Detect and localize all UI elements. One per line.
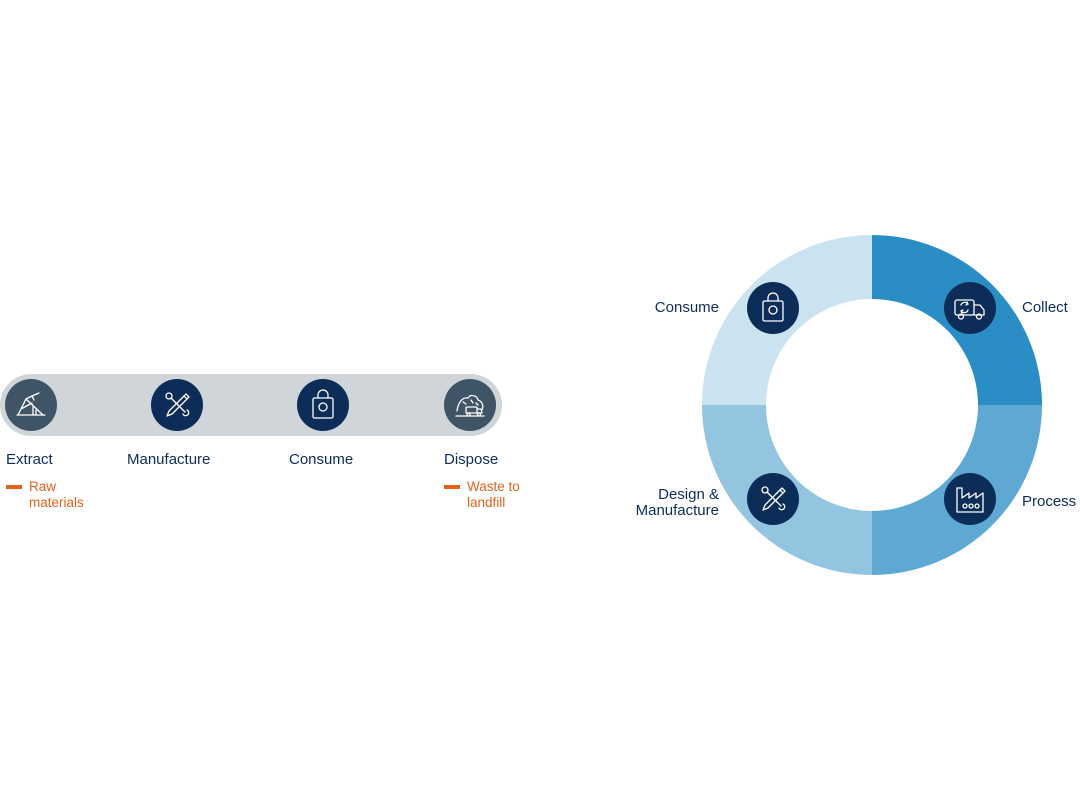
segment-label-design-manufacture: Design & Manufacture — [635, 486, 719, 519]
segment-label-consume: Consume — [654, 299, 719, 316]
factory-icon — [956, 487, 984, 513]
tools-icon — [165, 392, 190, 417]
extract-stage-icon — [5, 379, 57, 431]
mining-icon — [16, 392, 46, 416]
stage-label-extract: Extract — [6, 451, 53, 468]
segment-label-process: Process — [1022, 493, 1077, 510]
note-waste-to-landfill: Waste to landfill — [444, 479, 520, 511]
collect-node — [944, 282, 996, 334]
design-manufacture-node — [747, 473, 799, 525]
segment-label-collect: Collect — [1022, 299, 1068, 316]
circular-economy-diagram: Collect Process Design & Manufacture Con… — [600, 200, 1080, 620]
linear-economy-diagram: Extract Manufacture Consume Dispose Raw … — [0, 374, 520, 511]
linear-flow-track — [0, 374, 502, 436]
shopping-bag-icon — [312, 389, 334, 419]
note-dash — [444, 485, 460, 489]
note-text: Raw materials — [29, 479, 84, 510]
recycling-truck-icon — [954, 299, 985, 320]
cycle-ring — [702, 235, 1042, 575]
shopping-bag-icon — [762, 292, 784, 322]
tools-icon — [761, 486, 786, 511]
process-node — [944, 473, 996, 525]
stage-label-consume: Consume — [289, 451, 354, 468]
stage-label-dispose: Dispose — [444, 451, 499, 468]
stage-label-manufacture: Manufacture — [127, 451, 211, 468]
consume-stage-icon — [297, 379, 349, 431]
consume-node — [747, 282, 799, 334]
landfill-icon — [455, 394, 485, 417]
note-raw-materials: Raw materials — [6, 479, 84, 511]
dispose-stage-icon — [444, 379, 496, 431]
manufacture-stage-icon — [151, 379, 203, 431]
note-text: Waste to landfill — [467, 479, 520, 510]
note-dash — [6, 485, 22, 489]
